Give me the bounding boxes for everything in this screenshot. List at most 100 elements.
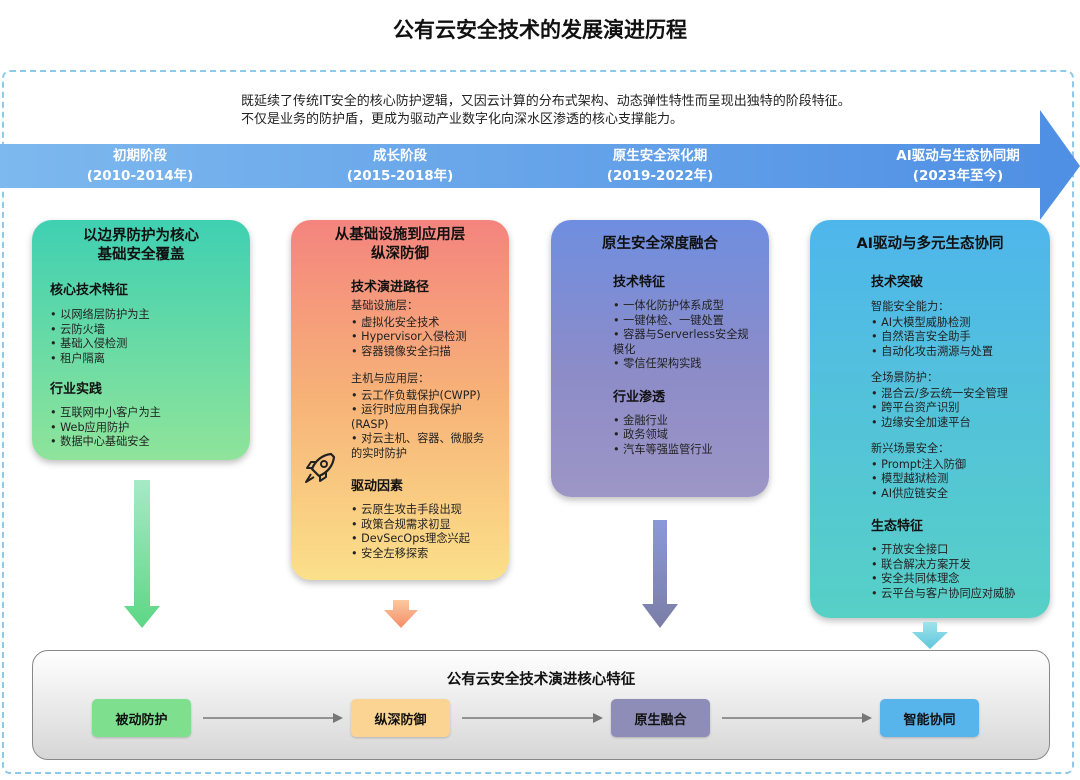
intro-line: 既延续了传统IT安全的核心防护逻辑，又因云计算的分布式架构、动态弹性特性而呈现出… xyxy=(241,94,851,109)
phase-years: (2019-2022年) xyxy=(606,168,714,184)
stage-pill-passive: 被动防护 xyxy=(92,699,191,737)
list-item: AI供应链安全 xyxy=(871,487,1032,502)
list-item: 云防火墙 xyxy=(50,323,232,338)
list-item: 数据中心基础安全 xyxy=(50,435,232,450)
down-arrow-ai xyxy=(912,622,948,649)
list-item: 云原生攻击手段出现 xyxy=(351,503,491,518)
stage-pill-defense-in-depth: 纵深防御 xyxy=(351,699,450,737)
list-item: Web应用防护 xyxy=(50,421,232,436)
page-title: 公有云安全技术的发展演进历程 xyxy=(393,18,687,42)
list-item: 容器镜像安全扫描 xyxy=(351,345,491,360)
down-arrow-growth xyxy=(384,600,418,628)
driver-list: 云原生攻击手段出现 政策合规需求初显 DevSecOps理念兴起 安全左移探索 xyxy=(351,503,491,561)
phase-years: (2010-2014年) xyxy=(86,168,194,184)
intro-line: 不仅是业务的防护盾，更成为驱动产业数字化向深水区渗透的核心支撑能力。 xyxy=(241,112,684,127)
card-title: AI驱动与多元生态协同 xyxy=(828,235,1032,254)
list-item: 自动化攻击溯源与处置 xyxy=(871,345,1032,360)
card-title: 原生安全深度融合 xyxy=(569,235,751,254)
stage-card-initial: 以边界防护为核心 基础安全覆盖 核心技术特征 以网络层防护为主 云防火墙 基础入… xyxy=(32,220,250,460)
ai-capability-list: AI大模型威胁检测 自然语言安全助手 自动化攻击溯源与处置 xyxy=(871,316,1032,360)
list-item: 安全共同体理念 xyxy=(871,572,1032,587)
section-heading: 行业实践 xyxy=(50,382,103,397)
list-item: 零信任架构实践 xyxy=(613,357,751,372)
infra-list: 虚拟化安全技术 Hypervisor入侵检测 容器镜像安全扫描 xyxy=(351,316,491,360)
group-label: 基础设施层： xyxy=(351,299,419,312)
phase-years: (2015-2018年) xyxy=(346,168,454,184)
list-item: 金融行业 xyxy=(613,414,751,429)
list-item: 互联网中小客户为主 xyxy=(50,406,232,421)
list-item: 自然语言安全助手 xyxy=(871,330,1032,345)
list-item: 模型越狱检测 xyxy=(871,472,1032,487)
full-scene-list: 混合云/多云统一安全管理 跨平台资产识别 边缘安全加速平台 xyxy=(871,387,1032,431)
industry-list: 金融行业 政务领域 汽车等强监管行业 xyxy=(569,414,751,458)
phase-name: 成长阶段 xyxy=(373,148,427,164)
list-item: 安全左移探索 xyxy=(351,547,491,562)
list-item: 云工作负载保护(CWPP) xyxy=(351,389,491,404)
core-features-panel: 公有云安全技术演进核心特征 被动防护 纵深防御 原生融合 智能协同 xyxy=(32,650,1050,760)
feature-list: 以网络层防护为主 云防火墙 基础入侵检测 租户隔离 xyxy=(50,308,232,366)
section-heading: 生态特征 xyxy=(871,519,924,534)
panel-title: 公有云安全技术演进核心特征 xyxy=(446,672,636,688)
phase-label-ai: AI驱动与生态协同期 (2023年至今) xyxy=(858,146,1058,186)
practice-list: 互联网中小客户为主 Web应用防护 数据中心基础安全 xyxy=(50,406,232,450)
list-item: 混合云/多云统一安全管理 xyxy=(871,387,1032,402)
card-title-line: AI驱动与多元生态协同 xyxy=(856,236,1004,252)
list-item: 联合解决方案开发 xyxy=(871,558,1032,573)
phase-years: (2023年至今) xyxy=(912,168,1004,184)
down-arrow-initial xyxy=(124,480,160,628)
flow-arrows xyxy=(203,713,872,723)
list-item: 租户隔离 xyxy=(50,352,232,367)
phase-label-initial: 初期阶段 (2010-2014年) xyxy=(40,146,240,186)
rocket-icon xyxy=(305,452,336,483)
group-label: 全场景防护： xyxy=(871,371,939,384)
group-label: 智能安全能力： xyxy=(871,300,950,313)
group-label: 新兴场景安全： xyxy=(871,442,950,455)
section-heading: 驱动因素 xyxy=(351,479,404,494)
list-item: 以网络层防护为主 xyxy=(50,308,232,323)
timeline-arrow xyxy=(0,110,1080,220)
ecosystem-list: 开放安全接口 联合解决方案开发 安全共同体理念 云平台与客户协同应对威胁 xyxy=(871,543,1032,601)
card-title-line: 原生安全深度融合 xyxy=(602,236,718,252)
list-item: 基础入侵检测 xyxy=(50,337,232,352)
phase-name: AI驱动与生态协同期 xyxy=(896,148,1020,164)
section-heading: 核心技术特征 xyxy=(50,283,129,298)
section-heading: 技术演进路径 xyxy=(351,280,430,295)
group-label: 主机与应用层： xyxy=(351,372,430,385)
intro-text: 既延续了传统IT安全的核心防护逻辑，又因云计算的分布式架构、动态弹性特性而呈现出… xyxy=(241,93,961,129)
list-item: 开放安全接口 xyxy=(871,543,1032,558)
list-item: 云平台与客户协同应对威胁 xyxy=(871,587,1032,602)
list-item: 跨平台资产识别 xyxy=(871,401,1032,416)
section-heading: 技术特征 xyxy=(613,275,666,290)
host-app-list: 云工作负载保护(CWPP) 运行时应用自我保护(RASP) 对云主机、容器、微服… xyxy=(351,389,491,462)
list-item: 政策合规需求初显 xyxy=(351,518,491,533)
card-title-line: 基础安全覆盖 xyxy=(97,247,185,263)
stage-pill-native-fusion: 原生融合 xyxy=(611,699,710,737)
list-item: 虚拟化安全技术 xyxy=(351,316,491,331)
card-title-line: 以边界防护为核心 xyxy=(83,228,199,244)
list-item: AI大模型威胁检测 xyxy=(871,316,1032,331)
stage-card-growth: 从基础设施到应用层 纵深防御 技术演进路径 基础设施层： 虚拟化安全技术 Hyp… xyxy=(291,220,509,580)
stage-card-native: 原生安全深度融合 技术特征 一体化防护体系成型 一键体检、一键处置 容器与Ser… xyxy=(551,220,769,497)
section-heading: 行业渗透 xyxy=(613,389,666,405)
down-arrow-native xyxy=(642,520,678,628)
phase-label-native: 原生安全深化期 (2019-2022年) xyxy=(560,146,760,186)
phase-label-growth: 成长阶段 (2015-2018年) xyxy=(300,146,500,186)
list-item: 一体化防护体系成型 xyxy=(613,299,751,314)
list-item: 政务领域 xyxy=(613,428,751,443)
list-item: 运行时应用自我保护(RASP) xyxy=(351,403,491,432)
list-item: 一键体检、一键处置 xyxy=(613,314,751,329)
card-title-line: 从基础设施到应用层 xyxy=(334,227,466,243)
list-item: Prompt注入防御 xyxy=(871,458,1032,473)
list-item: 边缘安全加速平台 xyxy=(871,416,1032,431)
phase-name: 初期阶段 xyxy=(113,148,167,164)
stage-pill-intelligent-synergy: 智能协同 xyxy=(880,699,979,737)
list-item: DevSecOps理念兴起 xyxy=(351,532,491,547)
list-item: Hypervisor入侵检测 xyxy=(351,330,491,345)
emerging-scene-list: Prompt注入防御 模型越狱检测 AI供应链安全 xyxy=(871,458,1032,502)
diagram-frame xyxy=(2,70,1074,774)
list-item: 汽车等强监管行业 xyxy=(613,443,751,458)
phase-name: 原生安全深化期 xyxy=(612,148,708,164)
list-item: 对云主机、容器、微服务的实时防护 xyxy=(351,432,491,461)
feature-list: 一体化防护体系成型 一键体检、一键处置 容器与Serverless安全规模化 零… xyxy=(569,299,751,372)
stage-card-ai: AI驱动与多元生态协同 技术突破 智能安全能力： AI大模型威胁检测 自然语言安… xyxy=(810,220,1050,618)
